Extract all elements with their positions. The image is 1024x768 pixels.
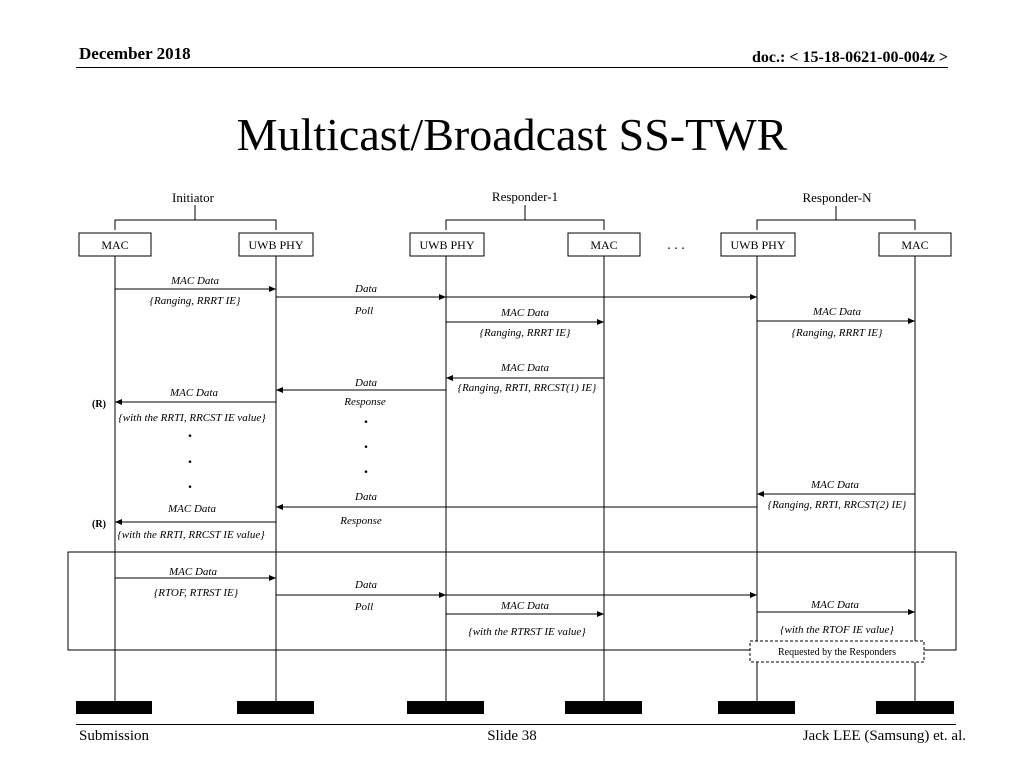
msg-label: MAC Data [810, 599, 859, 611]
msg-label: Data [354, 377, 378, 389]
group-label-responder-n: Responder-N [802, 190, 872, 205]
slide-title: Multicast/Broadcast SS-TWR [236, 109, 788, 160]
responder-1-uwb-phy-box [409, 232, 485, 257]
group-label-responder-1: Responder-1 [492, 189, 558, 204]
msg-label: Poll [354, 305, 373, 317]
msg-label: {with the RTOF IE value} [780, 624, 894, 636]
box-label-initiator-mac: MAC [101, 238, 128, 252]
header-divider [76, 67, 948, 68]
continuation-dot: . [188, 424, 192, 441]
continuation-dot: . [188, 475, 192, 492]
box-label-responder-1-uwb-phy: UWB PHY [419, 238, 474, 252]
msg-label: {Ranging, RRTI, RRCST(2) IE} [768, 499, 907, 511]
msg-label: MAC Data [500, 600, 549, 612]
msg-label: Data [354, 283, 378, 295]
msg-label: {Ranging, RRRT IE} [480, 327, 571, 339]
msg-label: {Ranging, RRRT IE} [150, 295, 241, 307]
msg-label: Data [354, 491, 378, 503]
lifeline-end-bar [76, 701, 152, 714]
msg-label: MAC Data [500, 362, 549, 374]
continuation-dot: . [364, 460, 368, 477]
continuation-dot: . [364, 410, 368, 427]
r-marker: (R) [92, 519, 106, 530]
final-phase-frame [67, 551, 957, 651]
footer-slide-number: Slide 38 [487, 728, 537, 744]
requested-by-responders-box [749, 640, 925, 663]
msg-label: Response [339, 515, 382, 527]
lifeline-end-bar [237, 701, 314, 714]
msg-label: {RTOF, RTRST IE} [154, 587, 239, 599]
footer-divider [76, 724, 956, 725]
lifeline-end-bar [407, 701, 484, 714]
header-doc-id: doc.: < 15-18-0621-00-004z > [752, 49, 948, 66]
msg-label: MAC Data [168, 566, 217, 578]
msg-label: {Ranging, RRRT IE} [792, 327, 883, 339]
responder-n-uwb-phy-box [720, 232, 796, 257]
footer-submission: Submission [79, 728, 150, 744]
box-label-responder-n-mac: MAC [901, 238, 928, 252]
requested-by-responders-label: Requested by the Responders [778, 647, 896, 658]
box-label-initiator-uwb-phy: UWB PHY [248, 238, 303, 252]
msg-label: MAC Data [169, 387, 218, 399]
lifeline-end-bar [876, 701, 954, 714]
footer-author: Jack LEE (Samsung) et. al. [802, 728, 966, 744]
msg-label: MAC Data [167, 503, 216, 515]
msg-label: {Ranging, RRTI, RRCST(1) IE} [458, 382, 597, 394]
group-label-initiator: Initiator [172, 190, 215, 205]
lifeline-end-bar [718, 701, 795, 714]
msg-label: MAC Data [810, 479, 859, 491]
msg-label: Poll [354, 601, 373, 613]
responder-1-brace [445, 205, 605, 230]
box-label-responder-n-uwb-phy: UWB PHY [730, 238, 785, 252]
continuation-dot: . [364, 435, 368, 452]
msg-label: {with the RRTI, RRCST IE value} [118, 412, 266, 424]
msg-label: {with the RTRST IE value} [468, 626, 586, 638]
msg-label: MAC Data [500, 307, 549, 319]
entity-ellipsis: . . . [667, 238, 685, 253]
header-date: December 2018 [79, 44, 191, 63]
msg-label: {with the RRTI, RRCST IE value} [117, 529, 265, 541]
msg-label: MAC Data [170, 275, 219, 287]
continuation-dot: . [188, 450, 192, 467]
r-marker: (R) [92, 399, 106, 410]
lifeline-end-bar [565, 701, 642, 714]
box-label-responder-1-mac: MAC [590, 238, 617, 252]
msg-label: MAC Data [812, 306, 861, 318]
initiator-brace [114, 205, 277, 230]
responder-n-brace [756, 206, 916, 230]
msg-label: Response [343, 396, 386, 408]
msg-label: Data [354, 579, 378, 591]
